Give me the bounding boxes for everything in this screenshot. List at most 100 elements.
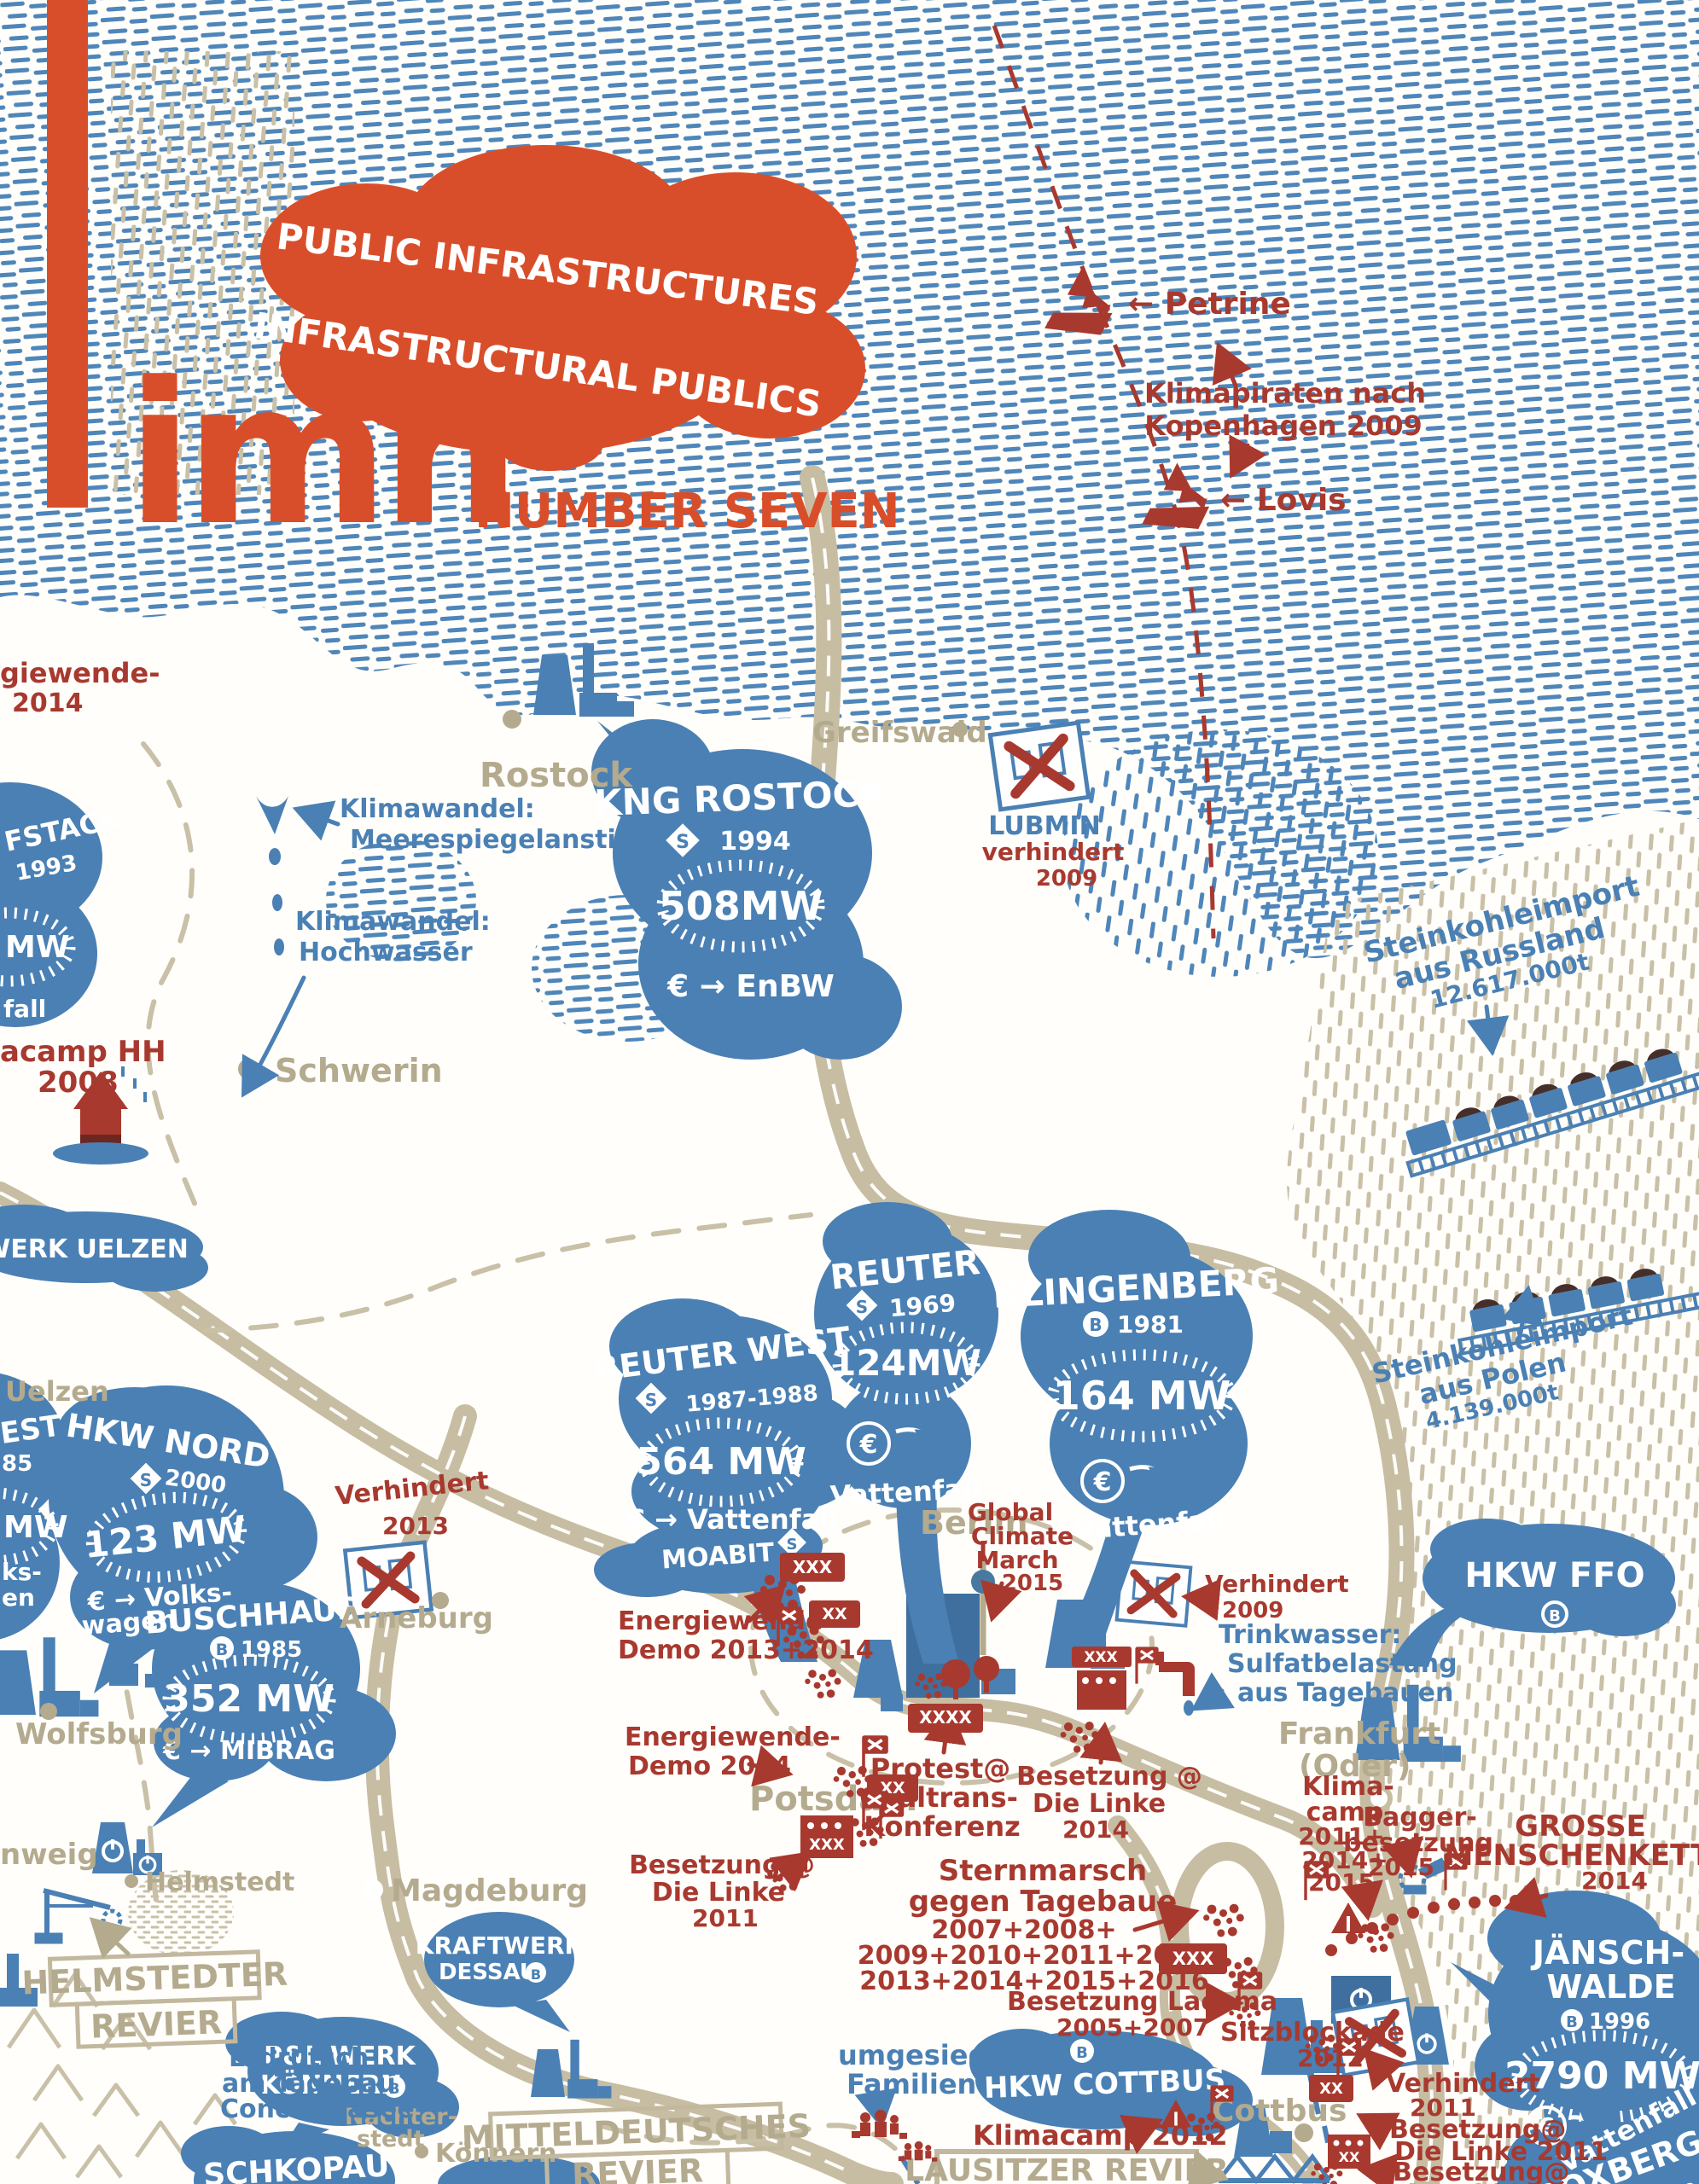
tiefstack-l3: MW: [5, 930, 70, 965]
linke11p-2: Die Linke: [652, 1878, 785, 1908]
city-koennern: Könnern: [435, 2139, 557, 2169]
sternmarsch-2: gegen Tagebaue: [909, 1885, 1178, 1919]
pirates-1: Klimapiraten nach: [1144, 377, 1426, 410]
tiefstack-l4: fall: [3, 995, 46, 1023]
bubble-dessau: [424, 1912, 574, 2032]
city-berlin: Berlin: [920, 1504, 1028, 1542]
west-part-l4: ks-: [2, 1558, 42, 1586]
jaenschwalde-mw: 2790 MW: [1504, 2054, 1699, 2098]
svg-text:XX: XX: [822, 1605, 847, 1623]
verhindert11-1: Verhindert: [1386, 2069, 1540, 2099]
region-lausitzer: LAUSITZER REVIER: [905, 2149, 1229, 2184]
bagger-3: 2015: [1368, 1853, 1434, 1881]
svg-text:XXXX: XXXX: [919, 1707, 972, 1728]
klimacamp-hh-2: 2008: [38, 1066, 119, 1100]
klimawandel-hoch-1: Klimawandel:: [295, 907, 491, 937]
svg-text:B: B: [1076, 2044, 1088, 2062]
kng-owner: € → EnBW: [666, 969, 835, 1004]
buschhaus-badge: B: [210, 1636, 234, 1660]
city-wolfsburg: Wolfsburg: [15, 1717, 183, 1751]
region-helmstedter: HELMSTEDTER REVIER: [21, 1917, 288, 2049]
mountains: [6, 1972, 238, 2179]
title-blob: [260, 145, 865, 471]
verhindert13-1: Verhindert: [334, 1466, 490, 1512]
city-helmstedt: Helmstedt: [145, 1867, 294, 1897]
verhindert09-1: Verhindert: [1205, 1570, 1349, 1598]
energiewende-part-1: giewende-: [0, 657, 160, 689]
svg-text:B: B: [216, 1641, 228, 1659]
masthead: imn PUBLIC INFRASTRUCTURES INFRASTRUCTUR…: [47, 0, 900, 569]
ew-demo-2: Demo 2013+2014: [618, 1635, 874, 1665]
klimacamp-hh-1: acamp HH: [0, 1035, 166, 1069]
svg-text:B: B: [1549, 1607, 1561, 1625]
bubble-west-partial: [0, 1373, 67, 1640]
lacoma-2: 2005+2007: [1056, 2013, 1209, 2042]
svg-text:XXX: XXX: [793, 1557, 833, 1577]
west-part-l1: EST: [0, 1409, 63, 1451]
bubble-hkw-cottbus: [969, 2029, 1253, 2136]
petrine-label: ← Petrine: [1128, 287, 1291, 322]
lubmin-year: 2009: [1036, 866, 1097, 892]
west-part-l2: 85: [2, 1451, 32, 1477]
gcm-3: March: [975, 1546, 1058, 1574]
svg-text:S: S: [787, 1536, 798, 1554]
energiewende-part-2: 2014: [12, 688, 84, 718]
city-greifswald: Greifswald: [812, 716, 987, 750]
erdrutsch-3: Concordiasee: [220, 2094, 415, 2124]
lovis-label: ← Lovis: [1220, 483, 1347, 518]
svg-text:B: B: [389, 2081, 400, 2098]
trinkwasser-1: Trinkwasser:: [1219, 1620, 1401, 1650]
svg-text:B: B: [1089, 1315, 1102, 1335]
svg-text:XX: XX: [1319, 2080, 1343, 2098]
linke11c-2: Die Linke 2011: [1394, 2137, 1608, 2167]
verhindert09-2: 2009: [1222, 1598, 1283, 1623]
svg-text:REVIER: REVIER: [90, 2003, 222, 2045]
gcm-2: Climate: [971, 1522, 1074, 1550]
borders: [117, 741, 1334, 2184]
buschhaus-owner: € → MIBRAG: [162, 1736, 335, 1766]
linke11p-3: 2011: [692, 1904, 759, 1932]
moabit-badge: S: [777, 1528, 806, 1557]
dessau-name2: DESSAU: [439, 1960, 538, 1985]
werk-uelzen-name: WERK UELZEN: [0, 1234, 189, 1264]
svg-text:S: S: [645, 1390, 657, 1410]
lungs-trees-icon: [941, 1656, 999, 1699]
bubble-schkopau: [181, 2126, 395, 2184]
trinkwasser-3: aus Tagebauen: [1237, 1678, 1453, 1708]
svg-text:HELMSTEDTER: HELMSTEDTER: [21, 1955, 288, 2002]
trinkwasser-faucet-icon: [1155, 1652, 1195, 1716]
sitzblockade-1: Sitzblockade: [1220, 2018, 1405, 2048]
hkw-cottbus-name: HKW COTTBUS: [983, 2063, 1225, 2106]
hkw-cottbus-badge: B: [1070, 2039, 1094, 2063]
reuter-badge: S: [846, 1289, 878, 1321]
menschenkette-2: MENSCHENKETTE: [1444, 1838, 1699, 1873]
kng-year: 1994: [719, 827, 791, 857]
hkw-nord-owner2: wagen: [81, 1605, 177, 1641]
svg-text:S: S: [856, 1297, 868, 1317]
jaenschwalde-name1: JÄNSCH-: [1530, 1934, 1684, 1972]
lausitz-plant-icon: [1234, 2106, 1292, 2157]
city-braunschweig-part: nweig: [0, 1838, 98, 1872]
trinkwasser-2: Sulfatbelastung: [1227, 1649, 1458, 1679]
erdrutsch-2: am Tagebau: [222, 2069, 396, 2099]
dessau-plant-icon: [531, 2039, 612, 2099]
issue-number: NUMBER SEVEN: [474, 484, 900, 539]
klingenberg-mw: 164 MW: [1053, 1373, 1231, 1419]
lubmin-label: LUBMIN: [988, 811, 1100, 841]
svg-text:€: €: [1537, 2112, 1554, 2140]
linke11p-1: Besetzung @: [629, 1850, 815, 1880]
linke14-3: 2014: [1062, 1815, 1129, 1844]
hochwasser-house-icon: [53, 1066, 148, 1165]
city-nachterstedt1: Nachter-: [345, 2104, 457, 2130]
limn-logo-bar: [47, 0, 88, 508]
klimawandel-meer-2: Meerespiegelanstieg: [350, 825, 652, 855]
bagger-1: Bagger-: [1363, 1803, 1477, 1833]
hkw-nord-badge: S: [130, 1462, 162, 1495]
gcm-1: Global: [968, 1498, 1053, 1526]
hkw-ffo-name: HKW FFO: [1464, 1556, 1644, 1595]
svg-text:€: €: [859, 1430, 878, 1460]
svg-text:LAUSITZER REVIER: LAUSITZER REVIER: [905, 2153, 1229, 2184]
lubmin-verhindert: verhindert: [982, 838, 1125, 866]
